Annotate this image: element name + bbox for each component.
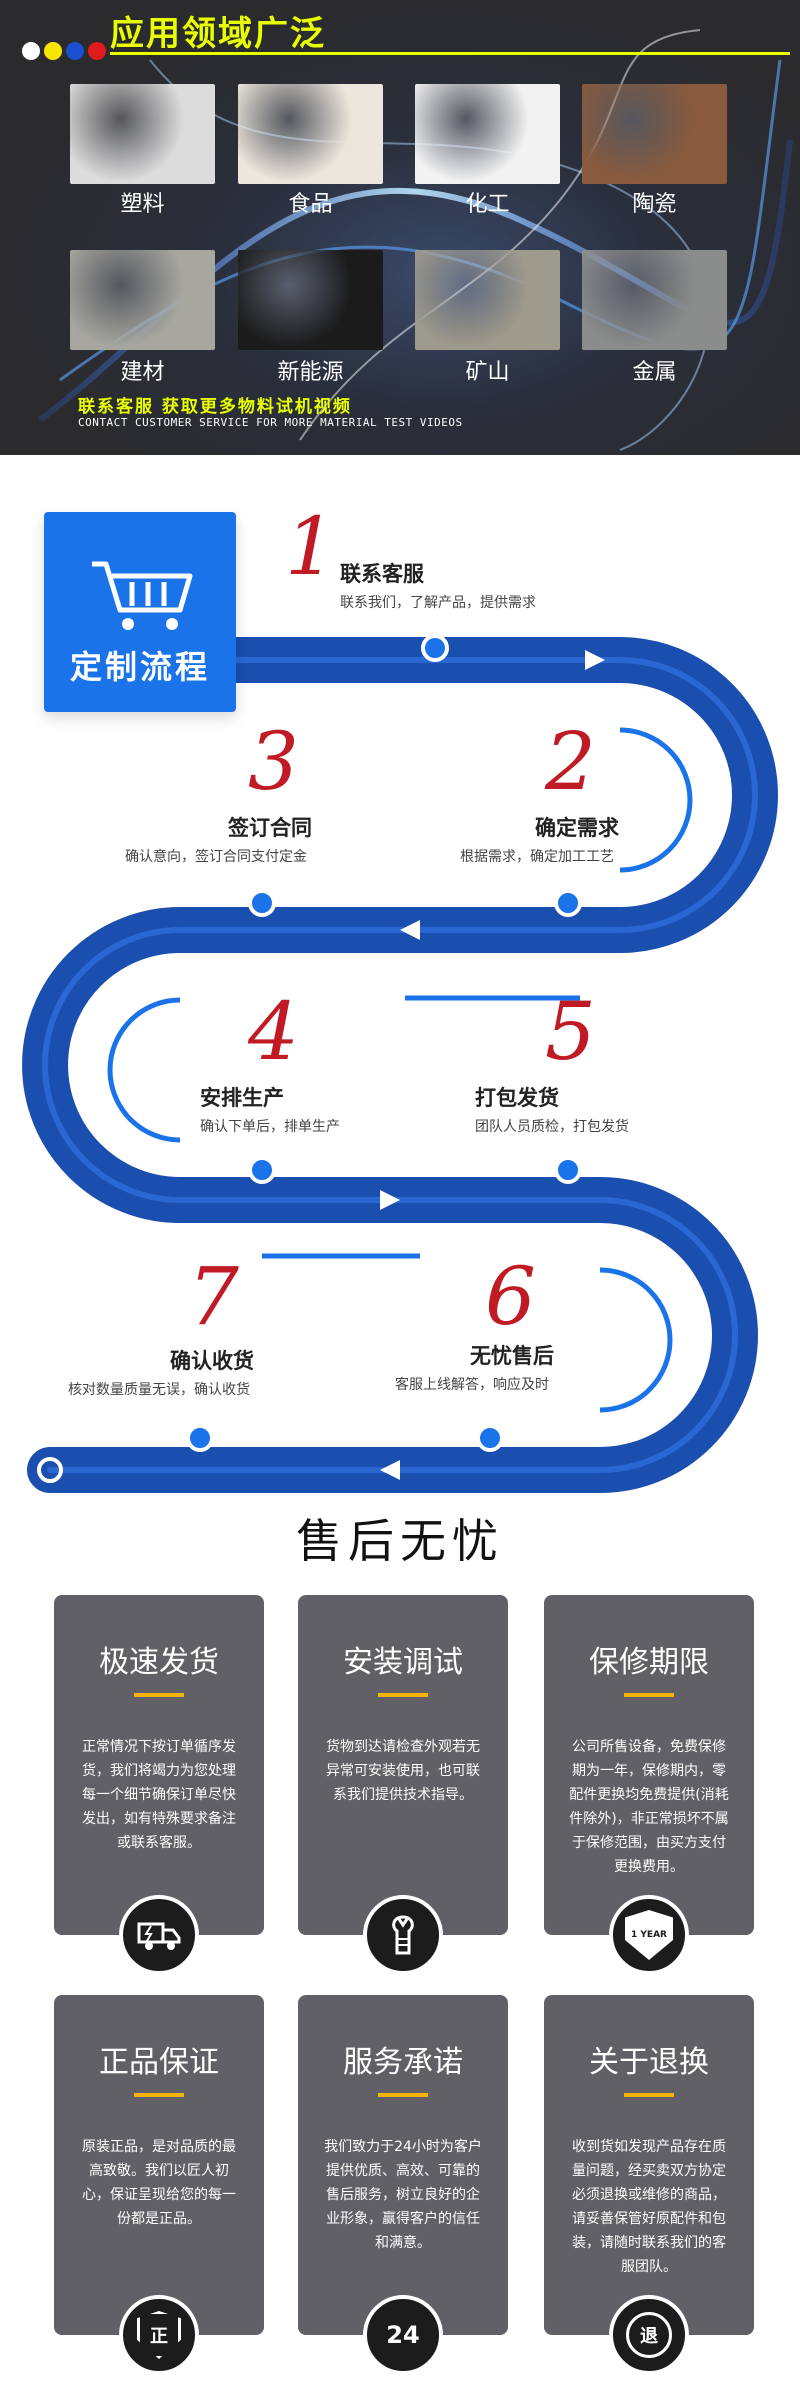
step-3-number: 3 [248,715,299,808]
genuine-icon-text: 正 [150,2326,168,2347]
step-1-number: 1 [285,500,336,593]
step-2-title: 确定需求 [535,816,619,840]
dot-2 [44,42,62,60]
application-item: 化工 [415,84,560,217]
step-4-number: 4 [248,985,299,1078]
shopping-cart-icon [92,561,193,630]
card-title: 安装调试 [343,1645,463,1680]
step-7-desc: 核对数量质量无误，确认收货 [68,1382,250,1398]
metal-thumbnail [582,250,727,350]
food-thumbnail [238,84,383,184]
card-text: 公司所售设备，免费保修期为一年，保修期内，零配件更换均免费提供(消耗件除外)，非… [569,1739,729,1875]
after-sales-title: 售后无忧 [296,1514,504,1568]
step-5-title: 打包发货 [475,1086,559,1110]
color-dots [22,42,106,60]
application-item: 食品 [238,84,383,217]
card-title: 极速发货 [99,1645,219,1680]
custom-process-section: 定制流程 1 联系客服 联系我们，了解产品，提供需求 2 确定需求 根据需求，确… [0,500,800,1500]
chemical-thumbnail [415,84,560,184]
building-materials-thumbnail [70,250,215,350]
card-title: 正品保证 [99,2045,219,2080]
service-commitment-card: 服务承诺 我们致力于24小时为客户提供优质、高效、可靠的售后服务，树立良好的企业… [298,1995,508,2375]
application-item: 矿山 [415,250,560,385]
wrench-hand-icon [363,1895,443,1975]
dot-3 [66,42,84,60]
process-path-graphic [22,634,778,1493]
card-text: 货物到达请检查外观若无异常可安装使用，也可联系我们提供技术指导。 [326,1739,480,1803]
dot-1 [22,42,40,60]
application-item: 新能源 [238,250,383,385]
contact-cta-en: CONTACT CUSTOMER SERVICE FOR MORE MATERI… [78,416,463,429]
card-divider [134,1693,184,1697]
process-title-box: 定制流程 [44,512,236,712]
application-item: 陶瓷 [582,84,727,217]
contact-cta-cn: 联系客服 获取更多物料试机视频 [78,397,352,417]
application-label: 金属 [632,360,677,385]
hours-icon-text: 24 [386,2321,420,2349]
warranty-shield-icon: 1 YEAR [609,1895,689,1975]
return-exchange-icon: 退 [609,2295,689,2375]
return-exchange-card: 关于退换 收到货如发现产品存在质量问题，经买卖双方协定必须退换或维修的商品，请妥… [544,1995,754,2375]
ceramics-thumbnail [582,84,727,184]
application-label: 化工 [465,192,510,217]
light-swirl-graphic [38,29,793,451]
step-5-desc: 团队人员质检，打包发货 [475,1119,629,1135]
fast-delivery-card: 极速发货 正常情况下按订单循序发货，我们将竭力为您处理每一个细节确保订单尽快发出… [54,1595,264,1975]
step-1-desc: 联系我们，了解产品，提供需求 [340,595,536,611]
step-7-title: 确认收货 [170,1349,254,1373]
step-5-number: 5 [545,985,596,1078]
fast-delivery-truck-icon [119,1895,199,1975]
step-1-title: 联系客服 [340,562,424,586]
card-title: 服务承诺 [343,2045,463,2080]
step-3-desc: 确认意向，签订合同支付定金 [125,849,307,865]
installation-card: 安装调试 货物到达请检查外观若无异常可安装使用，也可联系我们提供技术指导。 [298,1595,508,1975]
card-divider [624,1693,674,1697]
plastic-thumbnail [70,84,215,184]
step-6-title: 无忧售后 [470,1344,554,1368]
application-label: 新能源 [277,360,344,385]
process-title: 定制流程 [69,648,210,686]
application-banner: 应用领域广泛 塑料 食品 化工 陶瓷 建材 新能源 矿山 [0,0,800,455]
warranty-card: 保修期限 公司所售设备，免费保修期为一年，保修期内，零配件更换均免费提供(消耗件… [544,1595,754,1975]
card-text: 我们致力于24小时为客户提供优质、高效、可靠的售后服务，树立良好的企业形象，赢得… [324,2139,482,2251]
title-underline [110,52,790,55]
card-divider [378,2093,428,2097]
step-6-desc: 客服上线解答，响应及时 [395,1377,549,1393]
card-divider [134,2093,184,2097]
return-icon-text: 退 [640,2326,658,2347]
card-divider [378,1693,428,1697]
application-item: 塑料 [70,84,215,217]
step-3-title: 签订合同 [228,816,312,840]
warranty-icon-text: 1 YEAR [631,1930,667,1940]
step-7-number: 7 [188,1250,239,1343]
application-label: 塑料 [120,192,165,217]
application-label: 建材 [120,360,165,385]
step-2-number: 2 [545,715,596,808]
step-2-desc: 根据需求，确定加工工艺 [460,849,614,865]
24-hours-phone-icon: 24 [363,2295,443,2375]
card-title: 关于退换 [589,2045,709,2080]
application-item: 建材 [70,250,215,385]
new-energy-thumbnail [238,250,383,350]
step-4-title: 安排生产 [200,1086,284,1110]
genuine-shield-icon: 正 [119,2295,199,2375]
mining-thumbnail [415,250,560,350]
banner-title: 应用领域广泛 [110,14,326,54]
card-divider [624,2093,674,2097]
step-6-number: 6 [485,1250,536,1343]
dot-4 [88,42,106,60]
genuine-card: 正品保证 原装正品，是对品质的最高致敬。我们以匠人初心，保证呈现给您的每一份都是… [54,1995,264,2375]
card-text: 收到货如发现产品存在质量问题，经买卖双方协定必须退换或维修的商品，请妥善保管好原… [572,2139,726,2275]
application-label: 食品 [288,192,333,217]
card-text: 原装正品，是对品质的最高致敬。我们以匠人初心，保证呈现给您的每一份都是正品。 [82,2139,236,2227]
card-title: 保修期限 [589,1645,709,1680]
application-item: 金属 [582,250,727,385]
step-4-desc: 确认下单后，排单生产 [200,1119,340,1135]
application-label: 矿山 [465,360,510,385]
card-text: 正常情况下按订单循序发货，我们将竭力为您处理每一个细节确保订单尽快发出，如有特殊… [82,1739,236,1851]
application-label: 陶瓷 [632,192,677,217]
